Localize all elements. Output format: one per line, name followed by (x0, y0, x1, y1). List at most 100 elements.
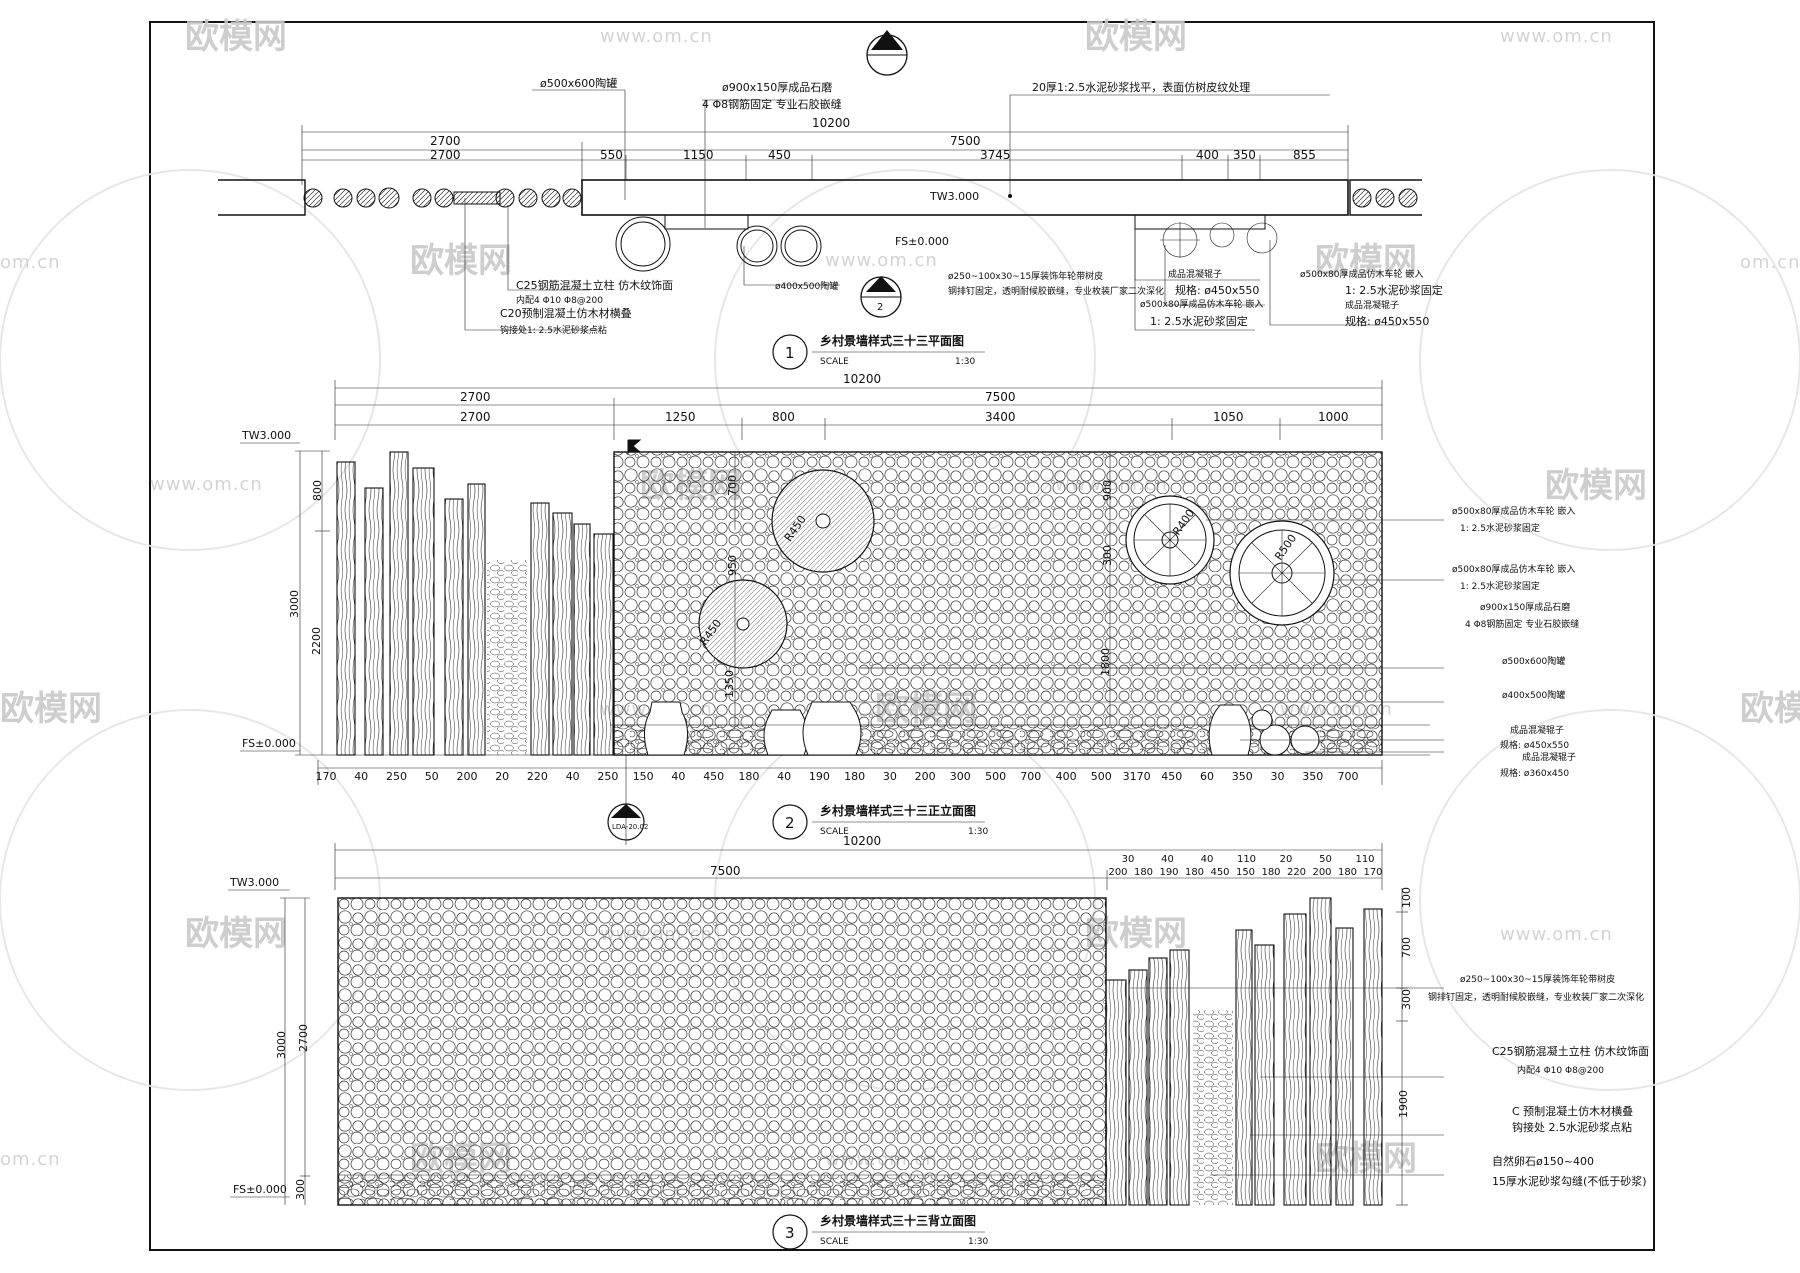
back-right-top-dim: 50 (1319, 854, 1332, 865)
front-bottom-dim: 50 (425, 770, 439, 783)
front-main-wall (613, 451, 1383, 756)
plan-dim-550: 550 (600, 148, 623, 162)
front-dim-2700-a: 2700 (460, 390, 491, 404)
back-right-second-dim: 450 (1210, 867, 1229, 878)
front-inner-dim-900: 900 (1101, 480, 1114, 501)
front-bottom-dim: 400 (1056, 770, 1077, 783)
back-vdim-700: 700 (1400, 937, 1413, 958)
front-bottom-dim: 190 (809, 770, 830, 783)
plan-dim-450: 450 (768, 148, 791, 162)
plan-scale: 1:30 (955, 357, 975, 367)
plan-callout-roller-b-spec: 规格: ø450x550 (1345, 314, 1429, 328)
back-timber-posts (1105, 897, 1383, 1206)
watermark-url: www.om.cn (1500, 924, 1613, 945)
front-callout-stone-mill: ø900x150厚成品石磨 (1480, 601, 1570, 613)
plan-leaders (464, 89, 1400, 331)
plan-dim-2700-a: 2700 (430, 134, 461, 148)
front-bottom-dim: 220 (527, 770, 548, 783)
front-timber-posts (336, 451, 614, 756)
front-scale: 1:30 (968, 827, 988, 837)
watermark-url-short: om.cn (0, 252, 61, 273)
back-right-second-dim: 190 (1159, 867, 1178, 878)
front-drawing-number: 2 (785, 814, 795, 832)
plan-dimensions (301, 125, 1349, 185)
front-bottom-dim: 40 (354, 770, 368, 783)
front-dim-800: 800 (772, 410, 795, 424)
front-callout-roller-spec: 规格: ø450x550 (1500, 739, 1569, 751)
front-vdim-3000: 3000 (288, 590, 301, 618)
plan-dim-1150: 1150 (683, 148, 714, 162)
plan-dim-855: 855 (1293, 148, 1316, 162)
front-dim-3400: 3400 (985, 410, 1016, 424)
back-right-second-dim: 180 (1338, 867, 1357, 878)
back-right-top-dim: 110 (1237, 854, 1256, 865)
plan-callout-timber-slices-fix: 钢排钉固定，透明耐候胶嵌缝，专业枚装厂家二次深化 (948, 285, 1164, 297)
plan-callout-stone-mill-fix: 4 Φ8钢筋固定 专业石胶嵌缝 (702, 97, 842, 111)
front-bottom-dim: 60 (1200, 770, 1214, 783)
front-vdim-800: 800 (311, 480, 324, 501)
plan-dim-350: 350 (1233, 148, 1256, 162)
front-dim-10200: 10200 (843, 372, 881, 386)
back-vdim-1900: 1900 (1397, 1090, 1410, 1118)
front-bottom-dim: 30 (883, 770, 897, 783)
back-callout-pebbles: 自然卵石ø150~400 (1492, 1154, 1594, 1168)
front-callout-jar-small: ø400x500陶罐 (1502, 689, 1565, 701)
front-bottom-dim: 30 (1271, 770, 1285, 783)
plan-callout-wheel-b-fix: 1: 2.5水泥砂浆固定 (1345, 283, 1443, 297)
section-marker-3: 3 (866, 30, 908, 76)
plan-body (218, 179, 1422, 272)
back-vdim-3000: 3000 (275, 1031, 288, 1059)
watermark-url-short: om.cn (0, 1149, 61, 1170)
back-level-fs: FS±0.000 (233, 1183, 287, 1196)
watermark-brand: 欧模网 (1085, 17, 1187, 57)
back-right-second-dim: 150 (1236, 867, 1255, 878)
plan-callout-beam-mortar: 钩接处1: 2.5水泥砂浆点粘 (500, 324, 607, 336)
watermark-url: www.om.cn (150, 474, 263, 495)
front-vdim-2200: 2200 (310, 627, 323, 655)
plan-level-tw: TW3.000 (929, 190, 979, 203)
front-callout-wheel-b-fix: 1: 2.5水泥砂浆固定 (1460, 580, 1540, 592)
front-bottom-dim: 500 (1091, 770, 1112, 783)
back-dim-7500: 7500 (710, 864, 741, 878)
back-vdim-100: 100 (1400, 887, 1413, 908)
front-dimension-lines (334, 380, 1383, 440)
back-right-top-dim: 30 (1122, 854, 1135, 865)
plan-callout-column-rebar: 内配4 Φ10 Φ8@200 (516, 294, 603, 306)
front-callout-wheel-a-fix: 1: 2.5水泥砂浆固定 (1460, 522, 1540, 534)
plan-dim-3745: 3745 (980, 148, 1011, 162)
back-leaders (1130, 987, 1444, 1176)
back-main-wall (337, 897, 1107, 1206)
front-bottom-dims (317, 760, 1383, 785)
back-dim-10200: 10200 (843, 834, 881, 848)
front-bottom-dim: 150 (633, 770, 654, 783)
front-bottom-dim: 350 (1302, 770, 1323, 783)
section-marker-label: 3 (883, 35, 889, 46)
back-right-top-dim: 20 (1280, 854, 1293, 865)
watermark-brand: 欧模网 (1740, 689, 1800, 729)
front-bottom-dim: 40 (566, 770, 580, 783)
front-callout-roller-b-spec: 规格: ø360x450 (1500, 767, 1569, 779)
front-inner-dim-1800: 1800 (1099, 648, 1112, 676)
front-level-fs: FS±0.000 (242, 737, 296, 750)
sheet-frame (149, 21, 1655, 1251)
back-right-second-dim: 170 (1363, 867, 1382, 878)
back-right-top-dim: 110 (1355, 854, 1374, 865)
front-bottom-dim: 250 (597, 770, 618, 783)
back-drawing-number: 3 (785, 1224, 795, 1242)
front-scale-label: SCALE (820, 827, 849, 837)
front-cut-marker-label: LDA-20.02 (612, 823, 648, 831)
plan-scale-label: SCALE (820, 357, 849, 367)
plan-dim-7500: 7500 (950, 134, 981, 148)
section-marker-2: 2 (860, 276, 902, 318)
plan-callout-roller-b: 成品混凝辊子 (1345, 299, 1399, 311)
front-level-tw: TW3.000 (241, 429, 291, 442)
watermark-url: www.om.cn (600, 26, 713, 47)
back-right-second-dim: 180 (1261, 867, 1280, 878)
wheel-b (1229, 520, 1335, 626)
front-inner-dim-1350: 1350 (723, 670, 736, 698)
watermark-brand: 欧模网 (185, 17, 287, 57)
front-bottom-dim: 20 (495, 770, 509, 783)
